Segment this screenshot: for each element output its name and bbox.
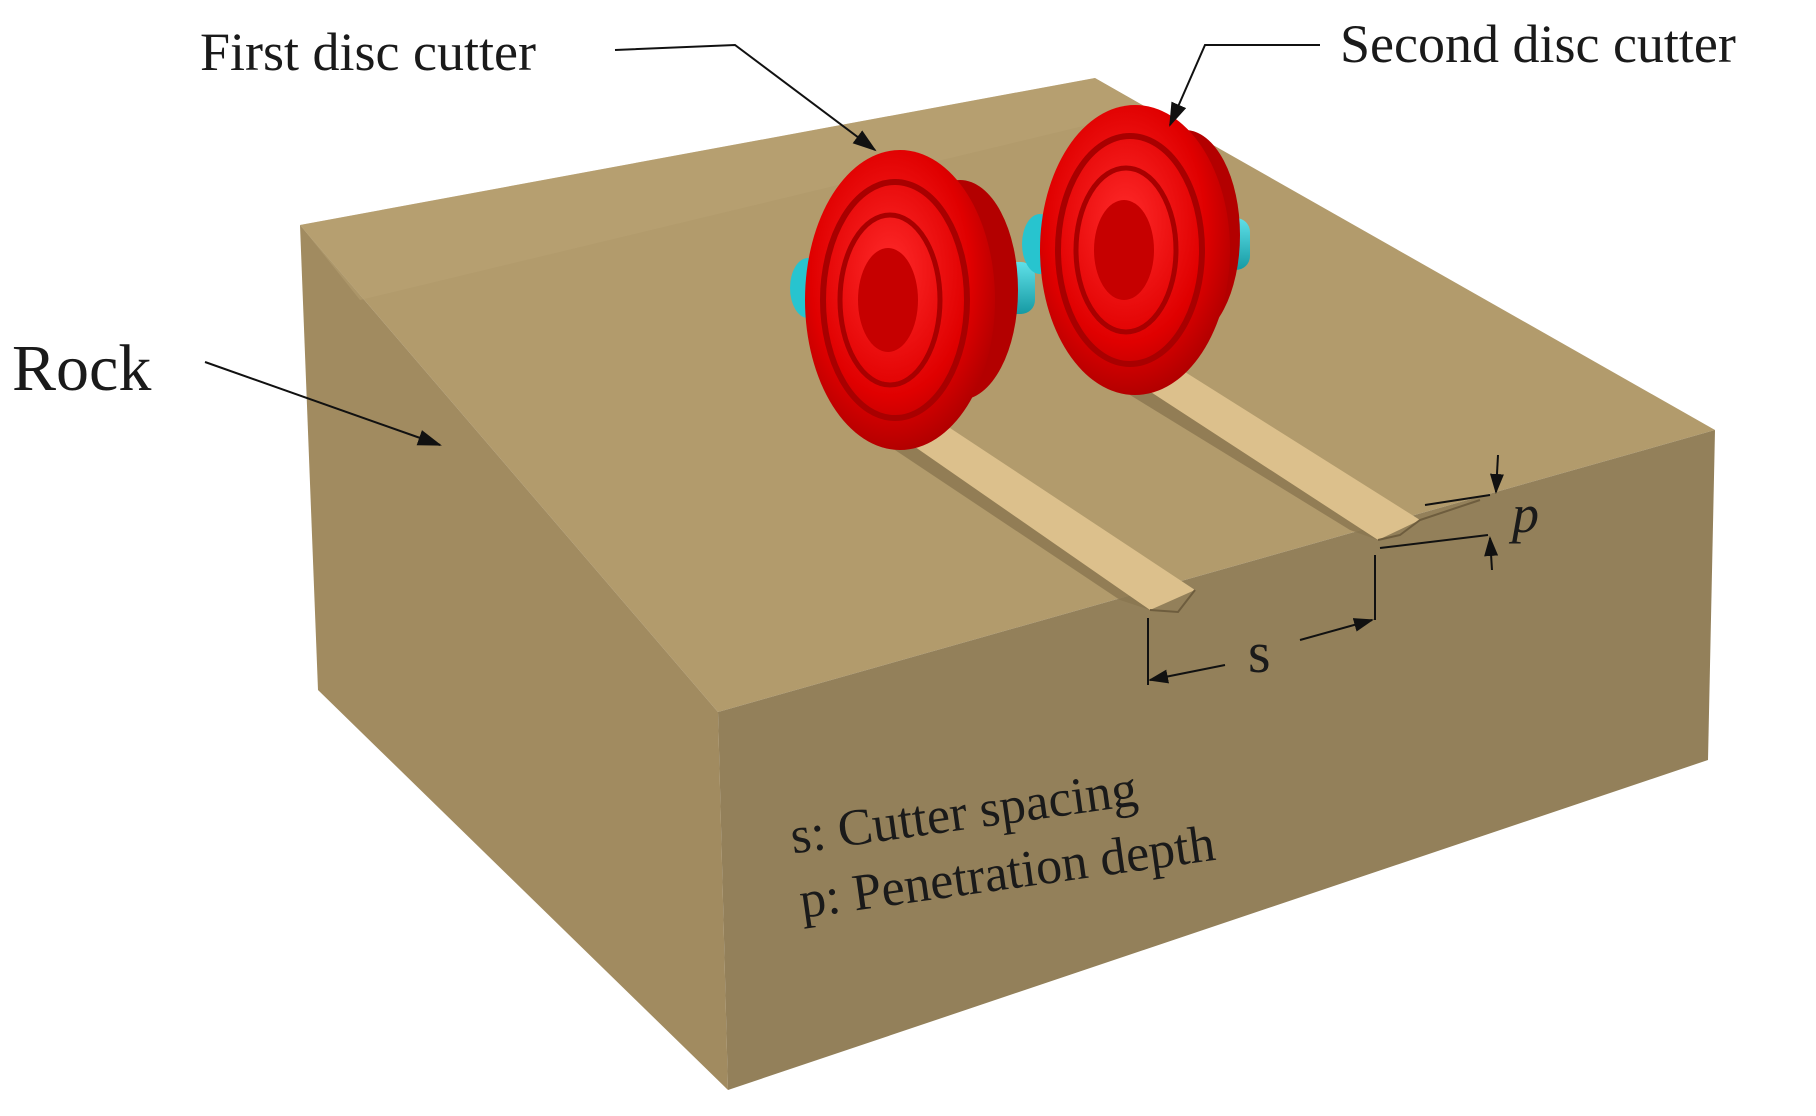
first-cutter-label: First disc cutter bbox=[200, 22, 536, 82]
second-cutter-leader bbox=[1169, 44, 1320, 127]
first-disc-cutter bbox=[790, 150, 1035, 450]
rock-front-face bbox=[300, 225, 728, 1090]
penetration-dimension bbox=[1379, 454, 1504, 571]
spacing-symbol: s bbox=[1248, 620, 1271, 685]
rock-leader bbox=[204, 361, 442, 446]
groove-second bbox=[1130, 372, 1420, 540]
second-cutter-label: Second disc cutter bbox=[1340, 14, 1736, 74]
spacing-dimension bbox=[1147, 555, 1376, 685]
second-disc-cutter bbox=[1022, 105, 1250, 395]
rock-top-shade bbox=[300, 78, 1150, 300]
first-cutter-leader bbox=[614, 43, 877, 152]
rock-right-face bbox=[718, 430, 1715, 1090]
penetration-symbol: p bbox=[1508, 484, 1539, 544]
rock-top-face bbox=[300, 78, 1715, 712]
rock-block bbox=[300, 78, 1715, 1090]
groove-edge-line bbox=[1149, 499, 1481, 614]
rock-label: Rock bbox=[12, 332, 151, 405]
groove-first bbox=[895, 428, 1195, 610]
